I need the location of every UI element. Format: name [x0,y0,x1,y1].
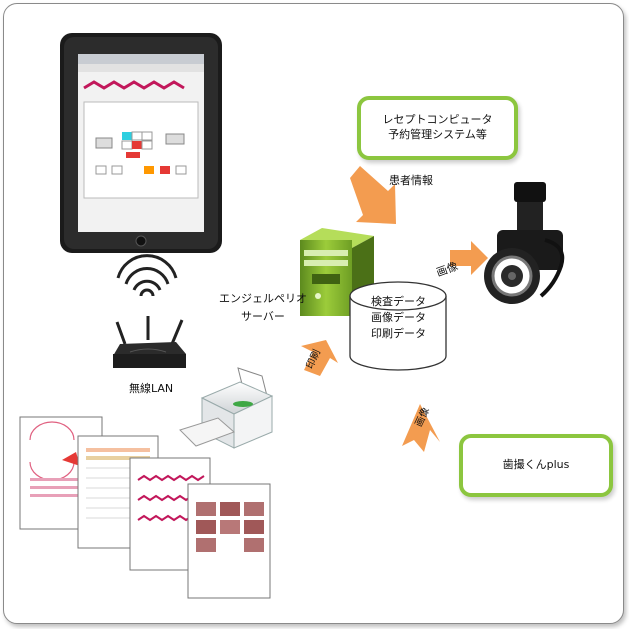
server-label-line1: エンジェルペリオ [219,292,307,305]
wireless-router-icon [113,254,186,368]
database-icon [349,281,447,371]
wireless-lan-label: 無線LAN [129,382,174,395]
database-label-line2: 画像データ [371,310,426,324]
receipt-box-line1: レセプトコンピュータ [382,113,493,127]
ipad-icon [60,33,222,253]
report-sheets-icon [19,416,271,599]
server-label: エンジェルペリオ サーバー [219,290,307,325]
arrow-patient-info [350,166,396,224]
receipt-computer-box: レセプトコンピュータ 予約管理システム等 [357,96,518,160]
database-label-line3: 印刷データ [371,326,426,340]
receipt-box-line2: 予約管理システム等 [388,128,487,141]
arrows [301,166,488,452]
arrow-image-shisatsu [402,404,440,452]
database-label-line1: 検査データ [371,295,426,308]
shisatsu-box: 歯撮くんplus [459,434,613,497]
database-label: 検査データ 画像データ 印刷データ [371,294,426,342]
patient-info-label: 患者情報 [389,174,433,187]
arrow-print [301,340,338,376]
printer-icon [179,367,274,449]
shisatsu-label: 歯撮くんplus [502,458,570,472]
server-label-line2: サーバー [241,309,285,323]
camera-icon [484,182,565,304]
arrow-image-camera [450,241,488,275]
